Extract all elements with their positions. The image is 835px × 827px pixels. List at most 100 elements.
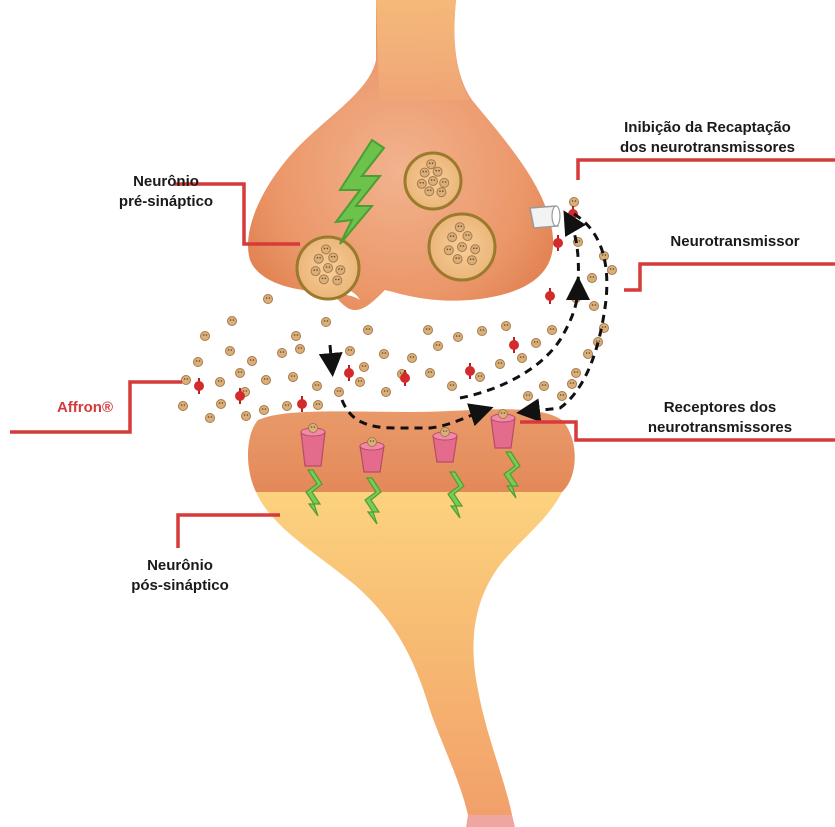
- neurotransmitter-molecule: [420, 168, 429, 177]
- neurotransmitter-molecule: [319, 275, 328, 284]
- neurotransmitter-molecule: [194, 358, 203, 367]
- neurotransmitter-molecule: [333, 276, 342, 285]
- neurotransmitter-molecule: [248, 357, 257, 366]
- neurotransmitter-molecule: [433, 167, 442, 176]
- post-synaptic-neuron: [248, 409, 575, 827]
- neurotransmitter-molecule: [426, 369, 435, 378]
- reuptake-transporter-icon: [530, 206, 560, 228]
- vesicle: [297, 237, 359, 299]
- neurotransmitter-molecule: [590, 302, 599, 311]
- neurotransmitter-molecule: [558, 392, 567, 401]
- neurotransmitter-molecule: [608, 266, 617, 275]
- neurotransmitter-molecule: [283, 402, 292, 411]
- neurotransmitter-molecule: [453, 255, 462, 264]
- neurotransmitter-molecule: [572, 369, 581, 378]
- neurotransmitter-molecule: [329, 253, 338, 262]
- neurotransmitter-molecule: [216, 378, 225, 387]
- neurotransmitter-molecule: [335, 388, 344, 397]
- neurotransmitter-molecule: [262, 376, 271, 385]
- neurotransmitter-molecule: [311, 267, 320, 276]
- receptor: [301, 424, 325, 467]
- neurotransmitter-molecule: [444, 246, 453, 255]
- neurotransmitter-molecule: [496, 360, 505, 369]
- affron-molecule: [194, 378, 204, 394]
- neurotransmitter-molecule: [236, 369, 245, 378]
- neurotransmitter-molecule: [455, 223, 464, 232]
- neurotransmitter-molecule: [454, 333, 463, 342]
- neurotransmitter-molecule: [201, 332, 210, 341]
- neurotransmitter-molecule: [448, 382, 457, 391]
- receptor: [360, 438, 384, 473]
- neurotransmitter-molecule: [524, 392, 533, 401]
- neurotransmitter-molecule: [368, 438, 377, 447]
- neurotransmitter-molecule: [478, 327, 487, 336]
- neurotransmitter-molecule: [322, 318, 331, 327]
- neurotransmitter-molecule: [228, 317, 237, 326]
- affron-molecule: [465, 363, 475, 379]
- label-post-synaptic: Neurônio pós-sináptico: [110, 556, 250, 596]
- neurotransmitter-molecule: [314, 254, 323, 263]
- neurotransmitter-molecule: [570, 198, 579, 207]
- neurotransmitter-molecule: [429, 177, 438, 186]
- label-affron: Affron®: [40, 398, 130, 418]
- affron-molecule: [553, 235, 563, 251]
- neurotransmitter-molecule: [179, 402, 188, 411]
- neurotransmitter-molecule: [314, 401, 323, 410]
- neurotransmitter-molecule: [182, 376, 191, 385]
- neurotransmitter-molecule: [360, 363, 369, 372]
- neurotransmitter-molecule: [380, 350, 389, 359]
- neurotransmitter-molecule: [548, 326, 557, 335]
- neurotransmitter-molecule: [532, 339, 541, 348]
- neurotransmitter-molecule: [476, 373, 485, 382]
- label-pre-synaptic: Neurônio pré-sináptico: [96, 172, 236, 212]
- neurotransmitter-molecule: [242, 412, 251, 421]
- neurotransmitter-molecule: [296, 345, 305, 354]
- neurotransmitter-molecule: [278, 349, 287, 358]
- neurotransmitter-molecule: [292, 332, 301, 341]
- neurotransmitter-molecule: [364, 326, 373, 335]
- neurotransmitter-molecule: [425, 187, 434, 196]
- neurotransmitter-molecule: [427, 160, 436, 169]
- neurotransmitter-molecule: [217, 400, 226, 409]
- neurotransmitter-molecule: [336, 266, 345, 275]
- affron-molecule: [344, 365, 354, 381]
- neurotransmitter-molecule: [448, 233, 457, 242]
- label-reuptake-inhibition: Inibição da Recaptação dos neurotransmis…: [585, 118, 830, 158]
- neurotransmitter-molecule: [467, 256, 476, 265]
- neurotransmitter-molecule: [424, 326, 433, 335]
- neurotransmitter-molecule: [226, 347, 235, 356]
- neurotransmitter-molecule: [437, 188, 446, 197]
- neurotransmitter-molecule: [463, 232, 472, 241]
- neurotransmitter-molecule: [584, 350, 593, 359]
- vesicle: [405, 153, 461, 209]
- neurotransmitter-molecule: [206, 414, 215, 423]
- neurotransmitter-molecule: [289, 373, 298, 382]
- neurotransmitter-molecule: [502, 322, 511, 331]
- vesicle: [429, 214, 495, 280]
- affron-molecule: [509, 337, 519, 353]
- neurotransmitter-molecule: [346, 347, 355, 356]
- neurotransmitter-molecule: [417, 179, 426, 188]
- neurotransmitter-molecule: [309, 424, 318, 433]
- neurotransmitter-molecule: [440, 178, 449, 187]
- affron-molecule: [297, 396, 307, 412]
- receptor: [491, 410, 515, 449]
- neurotransmitter-molecule: [321, 245, 330, 254]
- neurotransmitter-molecule: [260, 406, 269, 415]
- neurotransmitter-molecule: [458, 243, 467, 252]
- neurotransmitter-molecule: [264, 295, 273, 304]
- label-neurotransmitter: Neurotransmissor: [650, 232, 820, 252]
- neurotransmitter-molecule: [471, 245, 480, 254]
- neurotransmitter-molecule: [382, 388, 391, 397]
- neurotransmitter-molecule: [518, 354, 527, 363]
- neurotransmitter-molecule: [441, 428, 450, 437]
- neurotransmitter-molecule: [356, 378, 365, 387]
- pre-synaptic-neuron: [248, 0, 553, 310]
- neurotransmitter-molecule: [434, 342, 443, 351]
- neurotransmitter-molecule: [324, 264, 333, 273]
- neurotransmitter-molecule: [540, 382, 549, 391]
- neurotransmitter-molecule: [568, 380, 577, 389]
- receptor: [433, 428, 457, 463]
- neurotransmitter-molecule: [313, 382, 322, 391]
- neurotransmitter-molecule: [499, 410, 508, 419]
